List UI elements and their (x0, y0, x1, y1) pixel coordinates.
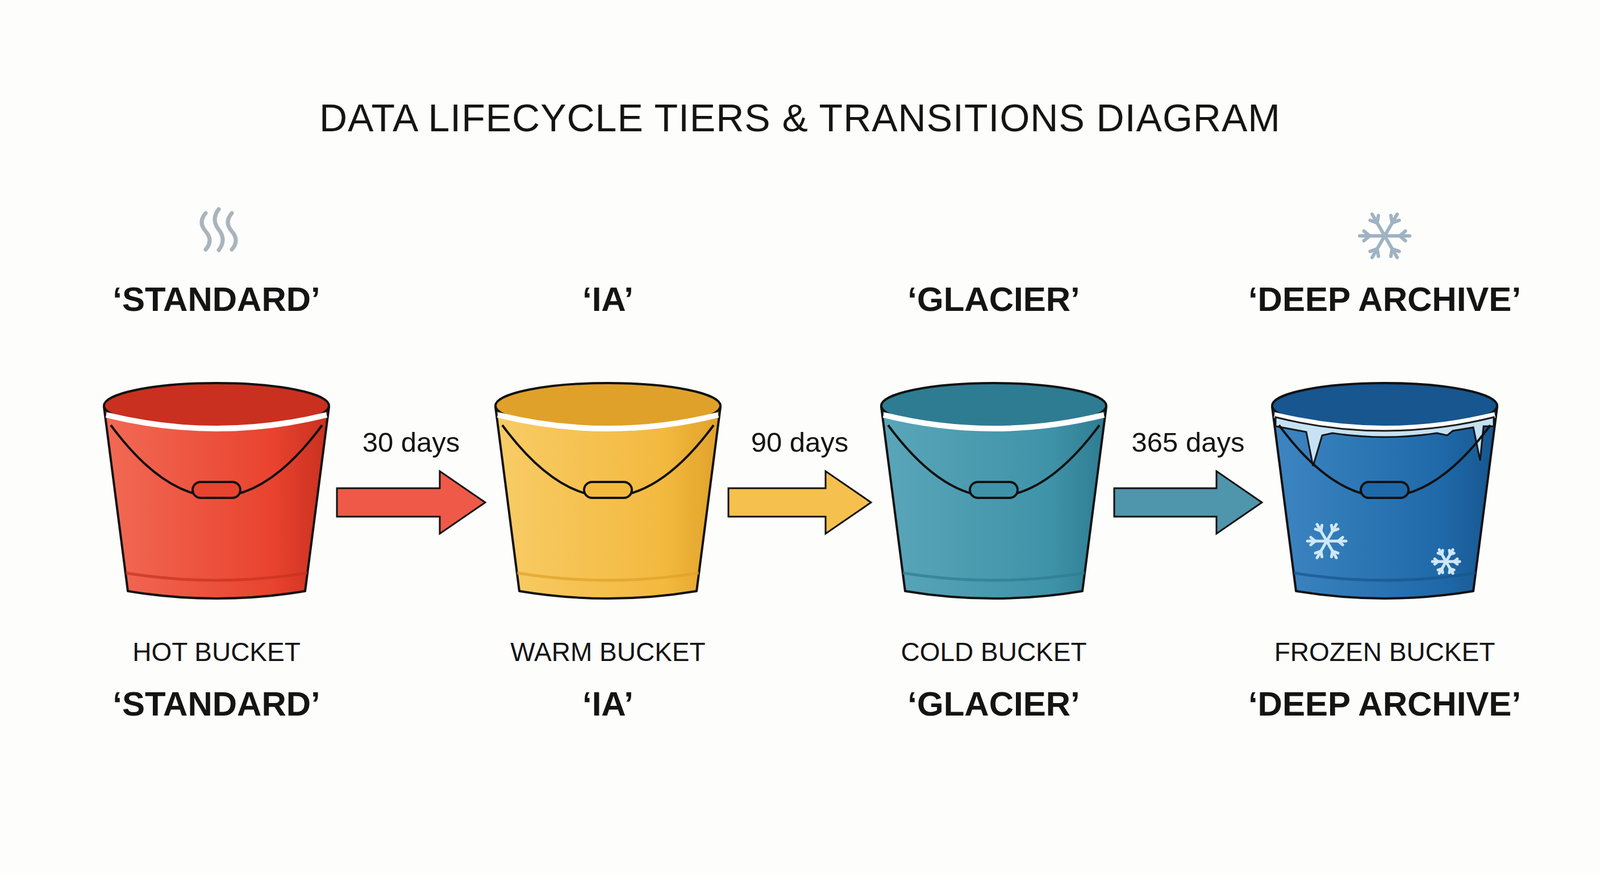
bucket-icon (1265, 380, 1504, 608)
tier-caption: WARM BUCKET (510, 636, 706, 668)
bucket-node: ‘IA’ WARM BUCKET ‘IA’ (488, 267, 728, 733)
transition-label: 365 days (1131, 426, 1245, 458)
bucket-node: ‘DEEP ARCHIVE’FROZEN BUCKET‘DEEP ARCHIVE… (1265, 267, 1504, 733)
transition-arrow (728, 471, 872, 534)
bucket-icon (874, 380, 1114, 608)
bucket-icon (488, 380, 728, 608)
tier-heading: ‘DEEP ARCHIVE’ (1248, 279, 1522, 319)
tier-caption: HOT BUCKET (132, 636, 301, 668)
transition-label: 30 days (362, 426, 461, 458)
snowflake-icon (1359, 214, 1410, 258)
tier-caption: FROZEN BUCKET (1274, 636, 1495, 668)
tier-name: ‘STANDARD’ (112, 684, 321, 724)
bucket-node: ‘GLACIER’ COLD BUCKET ‘GLACIER’ (874, 267, 1114, 733)
tier-heading: ‘GLACIER’ (907, 279, 1080, 319)
steam-icon (201, 209, 236, 250)
tier-caption: COLD BUCKET (900, 636, 1087, 668)
diagram-title: DATA LIFECYCLE TIERS & TRANSITIONS DIAGR… (0, 95, 1600, 140)
transition-label: 90 days (751, 426, 849, 458)
tier-heading: ‘STANDARD’ (112, 279, 321, 319)
bucket-node: ‘STANDARD’ HOT BUCKET ‘STANDARD’ (97, 267, 336, 733)
tier-name: ‘DEEP ARCHIVE’ (1248, 684, 1522, 724)
tier-heading: ‘IA’ (582, 279, 634, 319)
transition-arrow (336, 471, 486, 534)
tier-name: ‘IA’ (582, 684, 634, 724)
tier-name: ‘GLACIER’ (907, 684, 1080, 724)
bucket-icon (97, 380, 336, 608)
transition-arrow (1114, 471, 1262, 534)
